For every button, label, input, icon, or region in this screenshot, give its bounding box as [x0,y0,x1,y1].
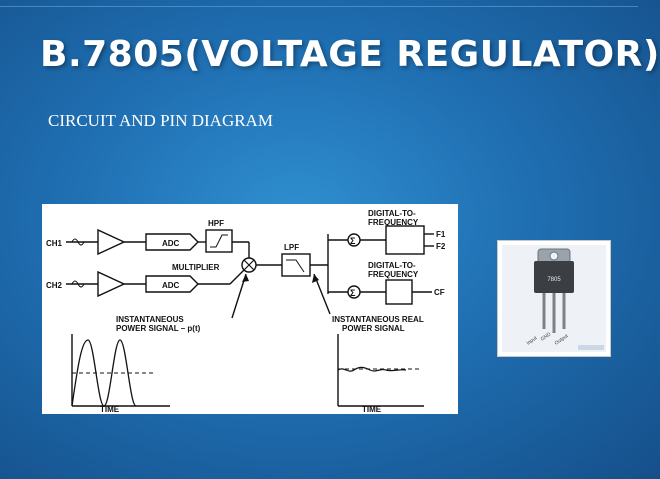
dtf1-block [385,225,425,255]
lpf-symbol [286,259,305,273]
cf-label: CF [434,288,445,297]
sigma1-label: Σ [350,236,356,246]
top-rule [0,6,638,7]
ch2-amplifier [97,270,126,298]
real-power-waveform-plot [337,334,424,407]
pin-diagram-image: 7805 Input GND Output [497,240,611,357]
ch2-input-wave [71,280,85,288]
inst-power-line1: INSTANTANEOUS [116,315,184,324]
regulator-body [534,261,574,293]
inst-power-line2: POWER SIGNAL – p(t) [116,324,201,333]
circuit-block-diagram: CH1 ADC HPF CH2 ADC MULTIPLIER LPF [42,204,458,414]
ch1-input-wave [71,238,85,246]
multiplier-label: MULTIPLIER [172,263,220,272]
dtf2-line2: FREQUENCY [368,270,419,279]
slide-subtitle: CIRCUIT AND PIN DIAGRAM [48,111,273,130]
hpf-block [205,229,233,253]
dtf2-line1: DIGITAL-TO- [368,261,416,270]
hpf-symbol [210,234,228,248]
f1-label: F1 [436,230,446,239]
part-label: 7805 [547,277,561,283]
lpf-block [281,253,311,277]
dtf1-line2: FREQUENCY [368,218,419,227]
f2-label: F2 [436,242,446,251]
slide-title: B.7805(VOLTAGE REGULATOR) [40,34,660,75]
time-label-1: TIME [100,405,120,414]
watermark-bar [578,345,604,350]
lpf-label: LPF [284,243,299,252]
adc2-label: ADC [162,281,180,290]
ch2-label: CH2 [46,281,63,290]
time-label-2: TIME [362,405,382,414]
pin-gnd-label: GND [540,331,553,343]
adc1-block [145,233,199,251]
dtf2-block [385,279,413,305]
adc2-block [145,275,199,293]
real-power-line1: INSTANTANEOUS REAL [332,315,424,324]
sigma2-label: Σ [350,288,356,298]
instantaneous-waveform-plot [71,334,170,407]
real-power-line2: POWER SIGNAL [342,324,405,333]
hpf-label: HPF [208,219,224,228]
pin-input-label: Input [526,335,539,347]
dtf1-line1: DIGITAL-TO- [368,209,416,218]
adc1-label: ADC [162,239,180,248]
ch1-amplifier [97,228,126,256]
ch1-label: CH1 [46,239,63,248]
